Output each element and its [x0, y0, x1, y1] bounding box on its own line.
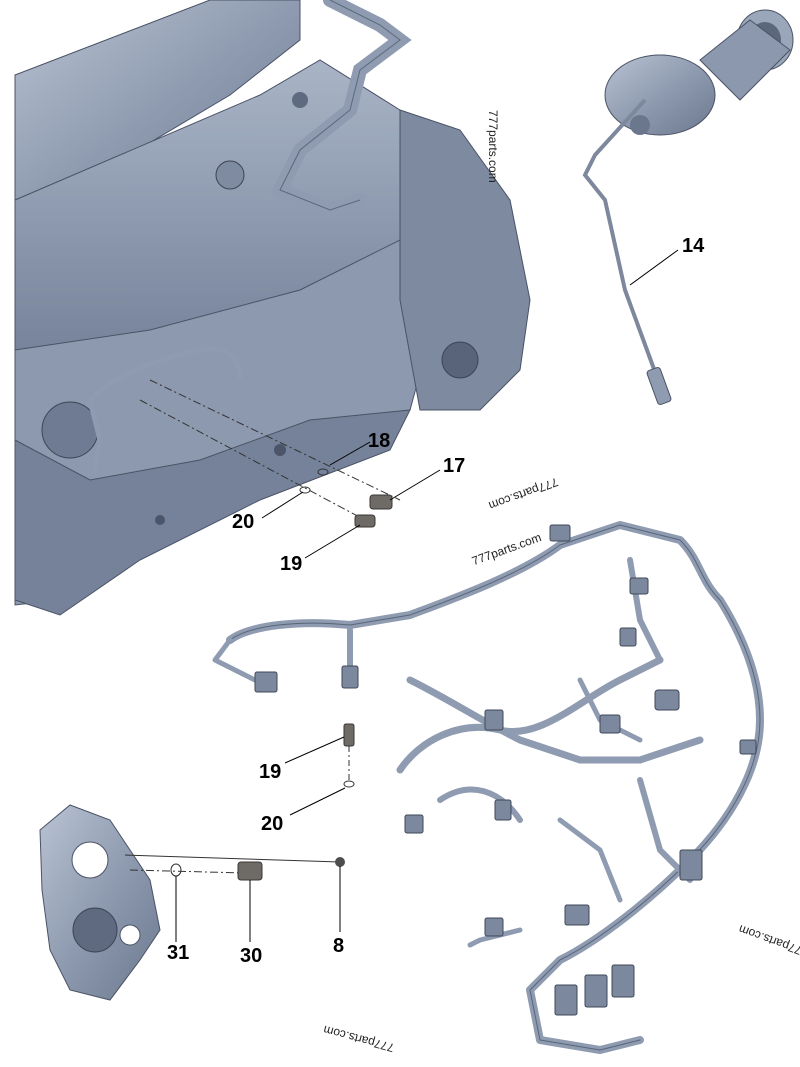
- sensor-group-upper: [139, 379, 401, 528]
- callout-19-lower: 19: [259, 761, 282, 783]
- sensor-group-lower: [343, 723, 355, 788]
- callout-20: 20: [232, 511, 255, 533]
- callout-20-lower: 20: [261, 813, 284, 835]
- turbocharger: [604, 9, 794, 136]
- leader-lines: [175, 249, 679, 942]
- gear-housing-cover: [39, 804, 161, 1001]
- engine-block: [14, 0, 531, 616]
- callout-14: 14: [682, 235, 705, 257]
- sensor-group-front-cover: [124, 854, 345, 881]
- harness-connectors: [254, 524, 757, 1016]
- callout-31: 31: [167, 942, 190, 964]
- callout-18: 18: [368, 430, 391, 452]
- exhaust-temperature-sensor: [582, 98, 672, 405]
- wiring-harness: [212, 521, 764, 1054]
- watermark-1: 777parts.com: [486, 110, 500, 183]
- callout-17: 17: [443, 455, 466, 477]
- callout-19: 19: [280, 553, 303, 575]
- callout-8: 8: [333, 935, 345, 957]
- callout-30: 30: [240, 945, 263, 967]
